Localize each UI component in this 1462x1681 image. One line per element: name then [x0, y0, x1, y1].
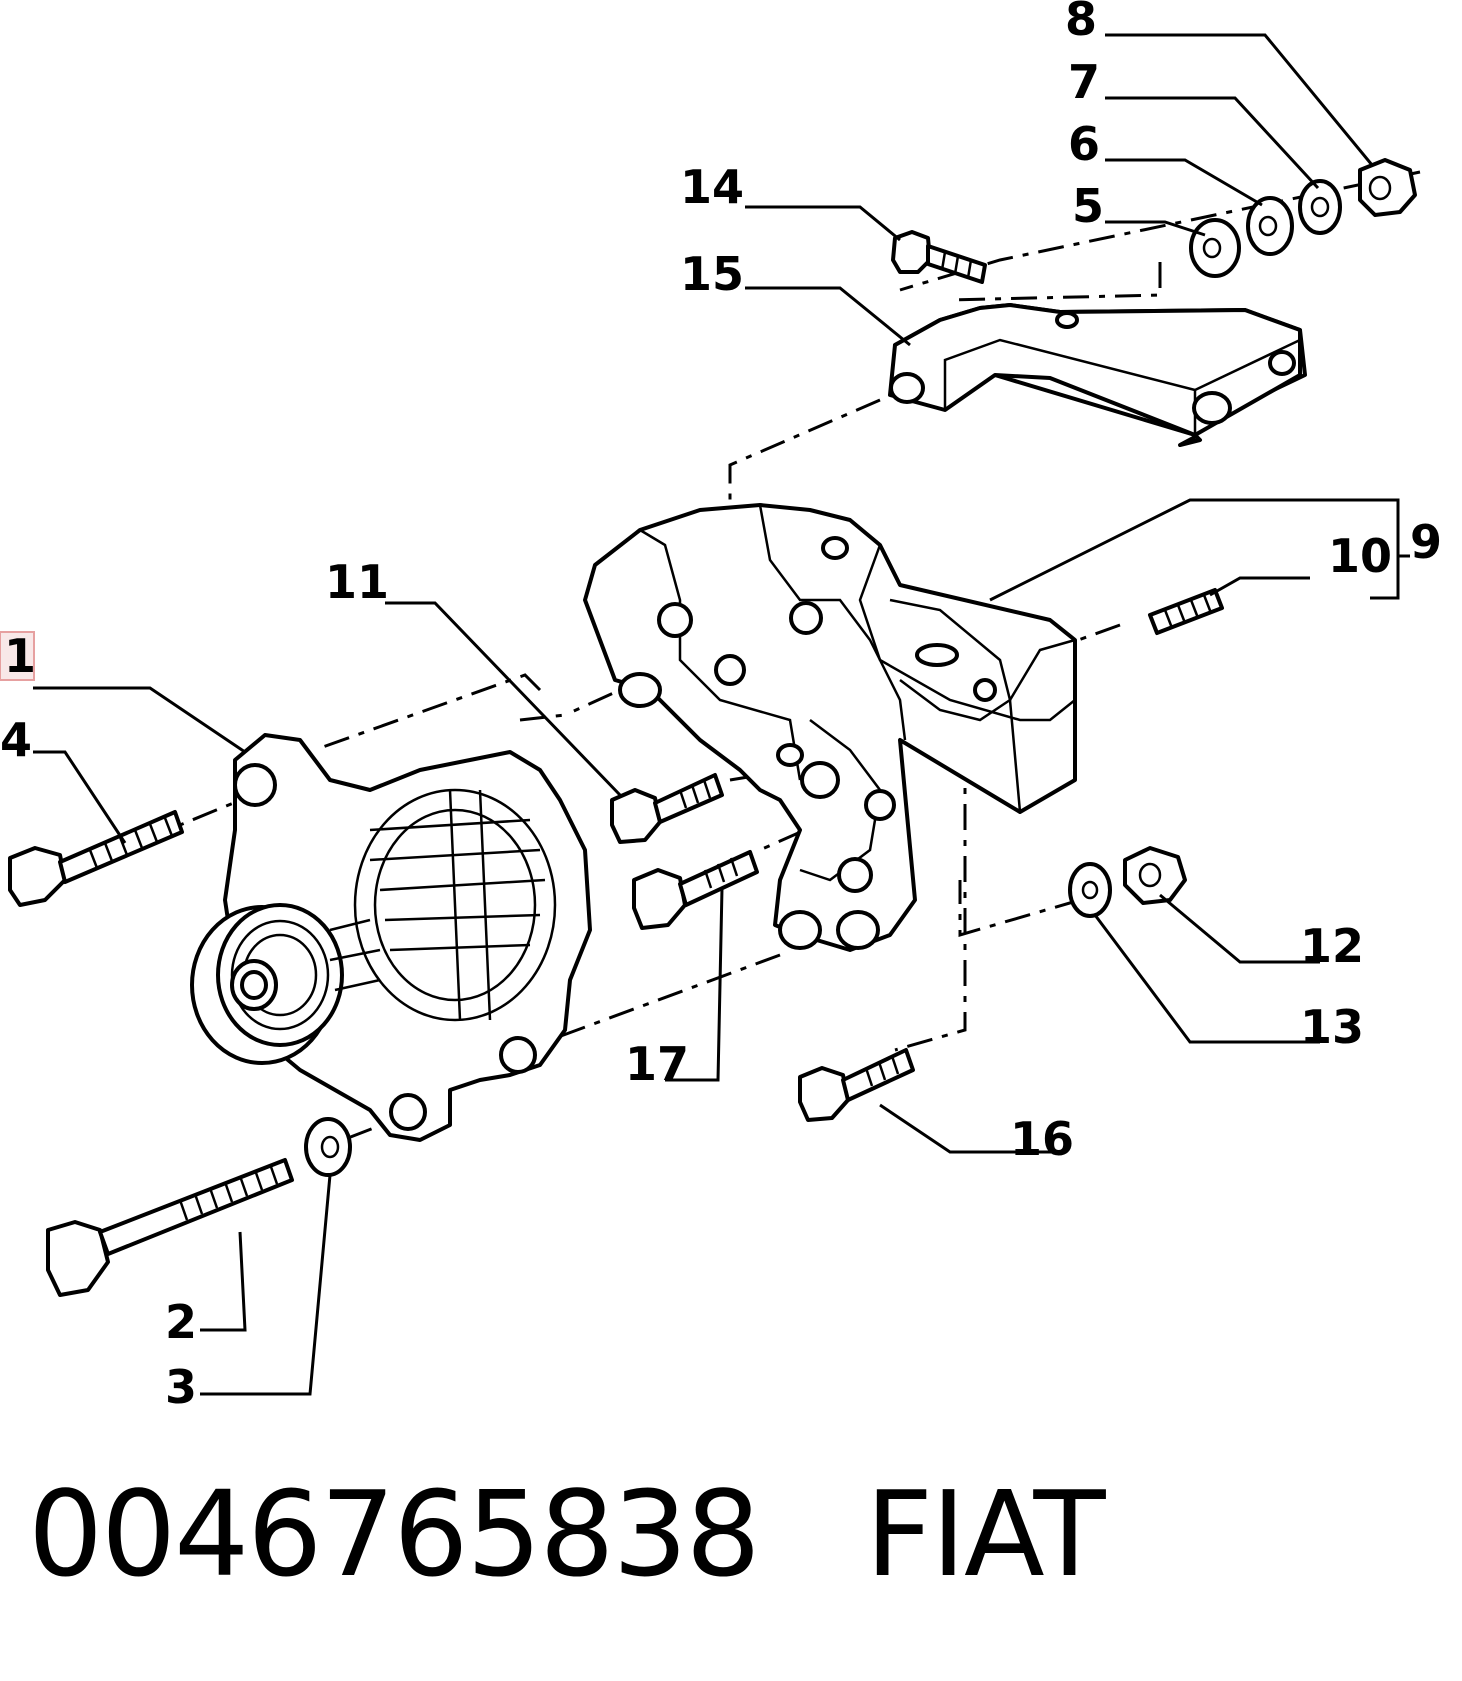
bolt-icon: [798, 1048, 915, 1122]
callout-13: 13: [1300, 1000, 1364, 1054]
callout-labels: 1 2 3 4 5 6 7 8 9 10 11 12 13 14 15 16 1…: [0, 0, 1442, 1414]
leader-lines: [33, 33, 1410, 1396]
callout-8: 8: [1065, 0, 1097, 46]
washer-icon: [1246, 196, 1294, 256]
callout-17: 17: [625, 1037, 689, 1091]
nut-icon: [1123, 846, 1187, 905]
callout-15: 15: [680, 247, 744, 301]
alternator-icon: [190, 733, 592, 1142]
callout-9: 9: [1410, 515, 1442, 569]
washer-icon: [304, 1117, 352, 1177]
washer-icon: [1068, 862, 1112, 918]
callout-16: 16: [1010, 1112, 1074, 1166]
bolt-icon: [8, 810, 184, 907]
washer-icon: [1189, 218, 1241, 278]
callout-12: 12: [1300, 919, 1364, 973]
callout-11: 11: [325, 555, 389, 609]
stud-icon: [1148, 588, 1224, 635]
nut-icon: [1358, 158, 1417, 217]
callout-3: 3: [165, 1360, 197, 1414]
callout-1-highlight: [0, 631, 35, 681]
callout-2: 2: [165, 1295, 197, 1349]
brand-name: FIAT: [865, 1465, 1105, 1603]
callout-14: 14: [680, 160, 744, 214]
callout-1: 1: [4, 629, 36, 683]
callout-10: 10: [1328, 529, 1392, 583]
callout-6: 6: [1068, 117, 1100, 171]
washer-icon: [1298, 179, 1342, 235]
callout-7: 7: [1068, 55, 1100, 109]
upper-bracket: [888, 303, 1307, 447]
callout-5: 5: [1072, 179, 1104, 233]
bolt-icon: [891, 230, 987, 284]
main-bracket: [583, 503, 1077, 952]
part-number: 0046765838: [28, 1465, 761, 1603]
bolt-icon: [632, 850, 759, 930]
callout-4: 4: [0, 713, 32, 767]
bolt-icon: [46, 1158, 294, 1297]
bolt-icon: [610, 773, 724, 844]
part-caption: 0046765838 FIAT: [28, 1465, 1106, 1603]
